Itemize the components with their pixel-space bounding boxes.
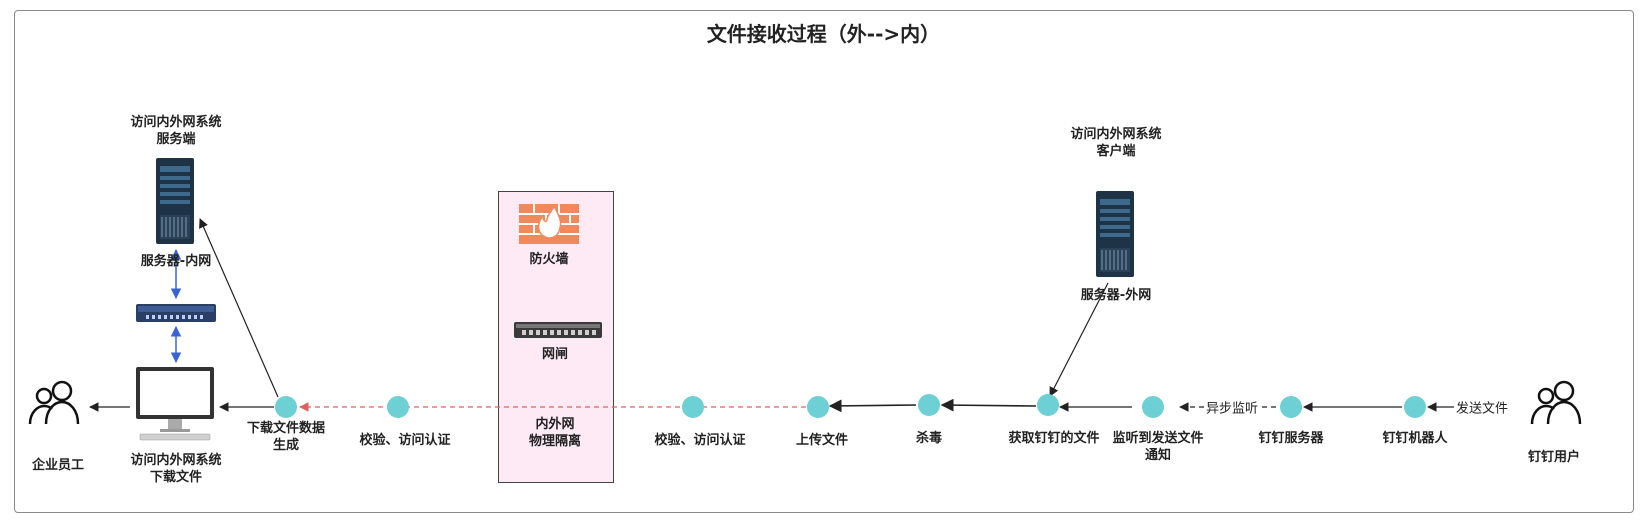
edge-label-send-file: 发送文件 — [1453, 397, 1511, 417]
step-antivirus-label: 杀毒 — [915, 431, 943, 446]
inner-server-icon — [156, 158, 194, 244]
firewall-icon — [519, 203, 579, 244]
outer-server-caption-2: 客户端 — [1096, 144, 1136, 159]
step-listen-label-2: 通知 — [1144, 448, 1172, 463]
node-fetch[interactable] — [1037, 394, 1059, 416]
step-listen-label-1: 监听到发送文件 — [1112, 431, 1204, 446]
edge-gen-inner-server — [199, 218, 279, 398]
inner-server-label: 服务器-内网 — [140, 254, 212, 269]
dingtalk-user-label: 钉钉用户 — [1527, 450, 1581, 465]
edge-fetch-antivirus — [940, 398, 1037, 412]
employee-label: 企业员工 — [31, 458, 85, 473]
inner-server-caption-2: 服务端 — [156, 132, 196, 147]
node-dt-server[interactable] — [1280, 396, 1302, 418]
step-verify-right-label: 校验、访问认证 — [654, 433, 746, 448]
step-dt-server-label: 钉钉服务器 — [1258, 431, 1324, 446]
node-antivirus[interactable] — [918, 394, 940, 416]
gateway-label: 网闸 — [541, 347, 569, 362]
step-gen-label-1: 下载文件数据 — [246, 421, 326, 436]
diagram-frame — [14, 10, 1634, 513]
node-gen[interactable] — [275, 396, 297, 418]
terminal-label-1: 访问内外网系统 — [130, 453, 222, 468]
node-verify-left[interactable] — [387, 396, 409, 418]
outer-server-label: 服务器-外网 — [1080, 288, 1152, 303]
node-verify-right[interactable] — [682, 396, 704, 418]
firewall-label: 防火墙 — [529, 252, 569, 267]
step-fetch-label: 获取钉钉的文件 — [1008, 431, 1100, 446]
inner-server-caption-1: 访问内外网系统 — [130, 115, 222, 130]
isolation-label-1: 内外网 — [535, 417, 575, 432]
step-upload-label: 上传文件 — [795, 433, 849, 448]
edge-label-async-listen: 异步监听 — [1203, 397, 1261, 417]
step-verify-left-label: 校验、访问认证 — [359, 433, 451, 448]
outer-server-icon — [1096, 191, 1134, 277]
diagram-title: 文件接收过程（外-->内） — [706, 22, 941, 46]
node-dt-robot[interactable] — [1404, 396, 1426, 418]
employee-person-icon — [28, 380, 80, 425]
step-dt-robot-label: 钉钉机器人 — [1382, 431, 1448, 446]
edge-outer-server-fetch — [1049, 282, 1109, 397]
dingtalk-user-person-icon — [1530, 380, 1582, 425]
outer-server-caption-1: 访问内外网系统 — [1070, 127, 1162, 142]
node-upload[interactable] — [807, 396, 829, 418]
terminal-monitor-icon — [136, 367, 214, 441]
step-gen-label-2: 生成 — [272, 438, 300, 453]
terminal-label-2: 下载文件 — [149, 470, 203, 485]
gateway-device-icon — [514, 322, 602, 338]
edge-antivirus-upload — [828, 399, 917, 413]
network-switch-icon — [136, 304, 216, 322]
isolation-label-2: 物理隔离 — [528, 434, 582, 449]
node-listen[interactable] — [1142, 396, 1164, 418]
